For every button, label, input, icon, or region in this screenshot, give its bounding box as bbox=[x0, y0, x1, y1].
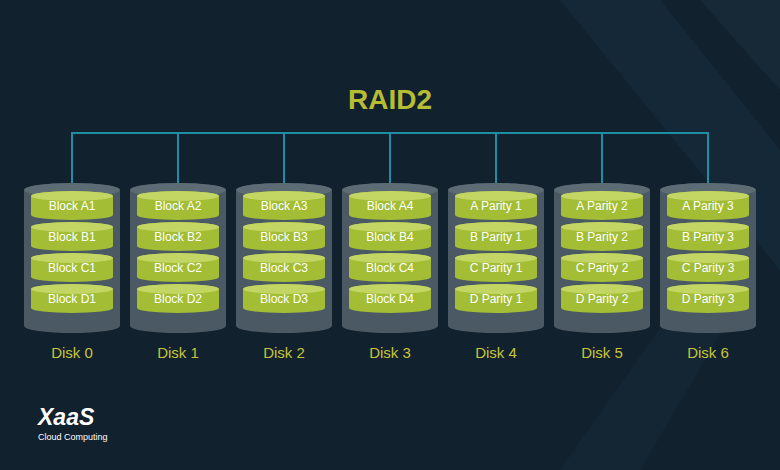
data-block: C Parity 1 bbox=[455, 253, 537, 284]
disk-label: Disk 4 bbox=[438, 344, 554, 361]
data-block: D Parity 3 bbox=[667, 284, 749, 315]
data-block: Block A4 bbox=[349, 191, 431, 222]
data-block: B Parity 1 bbox=[455, 222, 537, 253]
block-label: Block A3 bbox=[243, 199, 325, 213]
data-block: D Parity 1 bbox=[455, 284, 537, 315]
block-label: Block C1 bbox=[31, 261, 113, 275]
bus-connector bbox=[284, 133, 390, 186]
disk-label: Disk 6 bbox=[650, 344, 766, 361]
data-block: Block D2 bbox=[137, 284, 219, 315]
block-label: Block B3 bbox=[243, 230, 325, 244]
data-block: Block D4 bbox=[349, 284, 431, 315]
data-block: C Parity 2 bbox=[561, 253, 643, 284]
block-label: B Parity 1 bbox=[455, 230, 537, 244]
diagram-title: RAID2 bbox=[0, 84, 780, 116]
disk-label: Disk 1 bbox=[120, 344, 236, 361]
disk: Disk 6A Parity 3B Parity 3C Parity 3D Pa… bbox=[660, 183, 756, 333]
block-label: C Parity 3 bbox=[667, 261, 749, 275]
data-block: Block A3 bbox=[243, 191, 325, 222]
data-block: Block B2 bbox=[137, 222, 219, 253]
data-block: A Parity 1 bbox=[455, 191, 537, 222]
data-block: B Parity 3 bbox=[667, 222, 749, 253]
data-block: A Parity 3 bbox=[667, 191, 749, 222]
disk-label: Disk 3 bbox=[332, 344, 448, 361]
data-block: Block A1 bbox=[31, 191, 113, 222]
disk-label: Disk 2 bbox=[226, 344, 342, 361]
data-block: Block B1 bbox=[31, 222, 113, 253]
block-label: Block D2 bbox=[137, 292, 219, 306]
block-label: A Parity 2 bbox=[561, 199, 643, 213]
data-block: Block C4 bbox=[349, 253, 431, 284]
data-block: Block C1 bbox=[31, 253, 113, 284]
bus-connector bbox=[72, 133, 178, 186]
block-label: Block A1 bbox=[31, 199, 113, 213]
block-label: Block B1 bbox=[31, 230, 113, 244]
data-block: Block C3 bbox=[243, 253, 325, 284]
block-label: Block C2 bbox=[137, 261, 219, 275]
bus-connector bbox=[178, 133, 284, 186]
bus-connector bbox=[496, 133, 602, 186]
disk: Disk 0Block A1Block B1Block C1Block D1 bbox=[24, 183, 120, 333]
disk: Disk 3Block A4Block B4Block C4Block D4 bbox=[342, 183, 438, 333]
block-label: B Parity 3 bbox=[667, 230, 749, 244]
disk: Disk 4A Parity 1B Parity 1C Parity 1D Pa… bbox=[448, 183, 544, 333]
block-label: Block D1 bbox=[31, 292, 113, 306]
block-label: A Parity 1 bbox=[455, 199, 537, 213]
data-block: Block C2 bbox=[137, 253, 219, 284]
bus-connector bbox=[390, 133, 496, 186]
block-label: D Parity 1 bbox=[455, 292, 537, 306]
data-block: A Parity 2 bbox=[561, 191, 643, 222]
block-label: Block D4 bbox=[349, 292, 431, 306]
disk-label: Disk 5 bbox=[544, 344, 660, 361]
data-block: Block D3 bbox=[243, 284, 325, 315]
disk: Disk 5A Parity 2B Parity 2C Parity 2D Pa… bbox=[554, 183, 650, 333]
block-label: A Parity 3 bbox=[667, 199, 749, 213]
logo-subtitle: Cloud Computing bbox=[38, 432, 108, 442]
block-label: Block A2 bbox=[137, 199, 219, 213]
block-label: D Parity 2 bbox=[561, 292, 643, 306]
block-label: D Parity 3 bbox=[667, 292, 749, 306]
block-label: C Parity 1 bbox=[455, 261, 537, 275]
disk: Disk 1Block A2Block B2Block C2Block D2 bbox=[130, 183, 226, 333]
disk: Disk 2Block A3Block B3Block C3Block D3 bbox=[236, 183, 332, 333]
data-block: C Parity 3 bbox=[667, 253, 749, 284]
data-block: B Parity 2 bbox=[561, 222, 643, 253]
block-label: C Parity 2 bbox=[561, 261, 643, 275]
block-label: Block D3 bbox=[243, 292, 325, 306]
logo-text: XaaS bbox=[38, 404, 94, 431]
data-block: Block B3 bbox=[243, 222, 325, 253]
block-label: Block B4 bbox=[349, 230, 431, 244]
block-label: B Parity 2 bbox=[561, 230, 643, 244]
bus-connector bbox=[602, 133, 708, 186]
data-block: D Parity 2 bbox=[561, 284, 643, 315]
block-label: Block C4 bbox=[349, 261, 431, 275]
block-label: Block A4 bbox=[349, 199, 431, 213]
data-block: Block A2 bbox=[137, 191, 219, 222]
data-block: Block B4 bbox=[349, 222, 431, 253]
block-label: Block B2 bbox=[137, 230, 219, 244]
data-block: Block D1 bbox=[31, 284, 113, 315]
disk-label: Disk 0 bbox=[14, 344, 130, 361]
block-label: Block C3 bbox=[243, 261, 325, 275]
